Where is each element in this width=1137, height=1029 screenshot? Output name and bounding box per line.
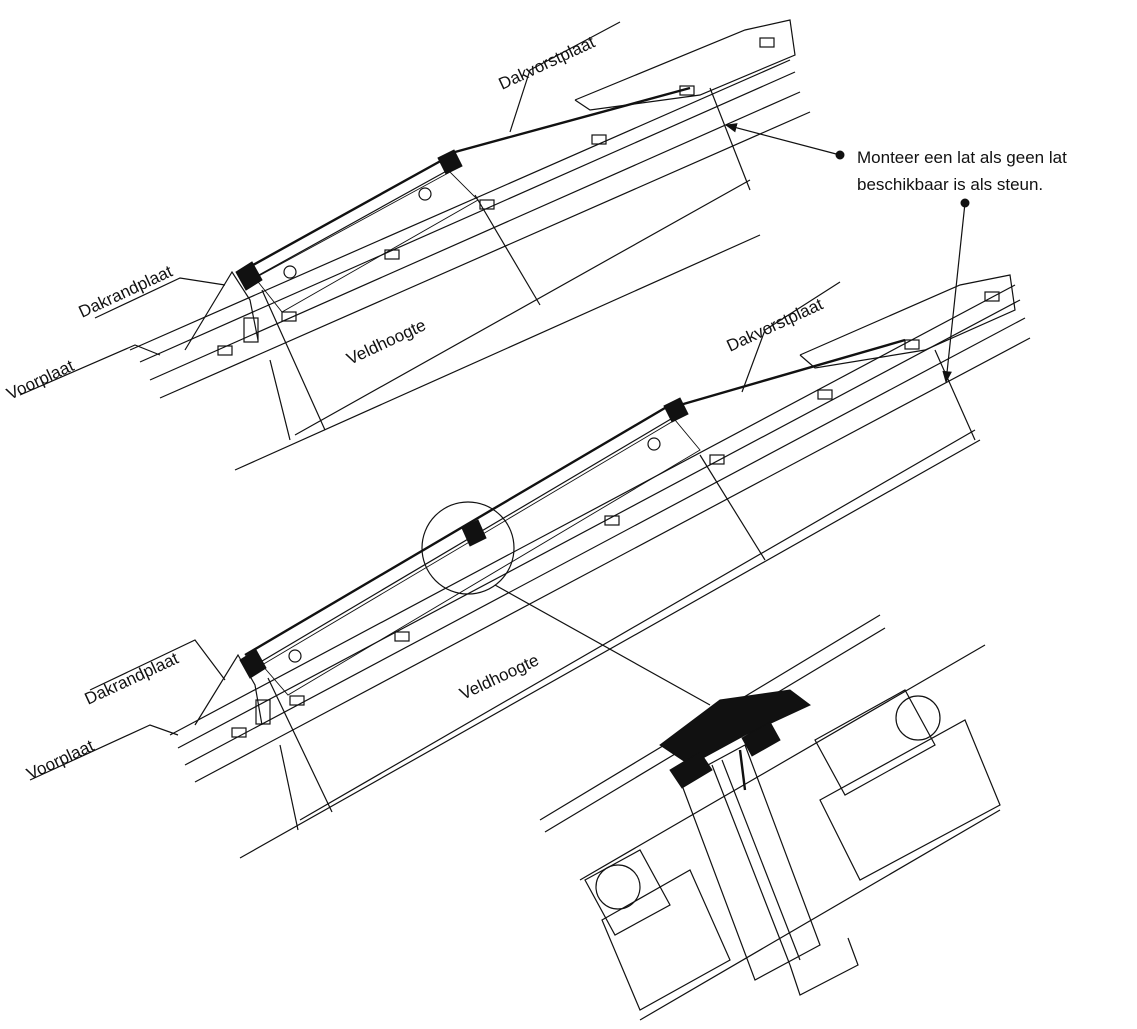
top-front-label: Voorplaat (4, 356, 77, 404)
top-edge-plate (184, 270, 259, 356)
top-leaders (19, 21, 621, 396)
middle-edge-plate (194, 653, 271, 738)
note-line-2: beschikbaar is als steun. (857, 175, 1043, 194)
middle-dimension-lines (267, 349, 976, 831)
middle-front-label: Voorplaat (24, 736, 97, 784)
top-ridge-label: Dakvorstplaat (496, 32, 598, 93)
support-note: Monteer een lat als geen lat beschikbaar… (724, 123, 1067, 384)
top-roof-lines (129, 59, 811, 471)
detail-right-rafter (814, 689, 1001, 881)
top-glazing-panel (235, 149, 495, 322)
detail-enlargement (539, 614, 1001, 1021)
top-dimension-lines (261, 87, 751, 441)
middle-ridge-plate (679, 274, 1016, 407)
detail-circle (421, 501, 515, 595)
detail-left-rafter (584, 849, 731, 1011)
middle-ridge-label: Dakvorstplaat (724, 294, 826, 355)
detail-profile (659, 689, 859, 996)
note-arrow-1 (724, 123, 841, 156)
note-line-1: Monteer een lat als geen lat (857, 148, 1067, 167)
note-arrow-2 (942, 202, 966, 384)
middle-leaders (29, 281, 841, 781)
middle-assembly: Dakvorstplaat Dakrandplaat Voorplaat Vel… (24, 274, 1031, 859)
middle-glazing-panel (239, 397, 725, 706)
middle-height-label: Veldhoogte (457, 650, 542, 703)
top-height-label: Veldhoogte (344, 315, 429, 368)
top-ridge-plate (454, 19, 796, 154)
middle-edge-label: Dakrandplaat (82, 649, 182, 709)
detail-glass-lines (539, 614, 1001, 1021)
top-edge-label: Dakrandplaat (76, 262, 176, 322)
